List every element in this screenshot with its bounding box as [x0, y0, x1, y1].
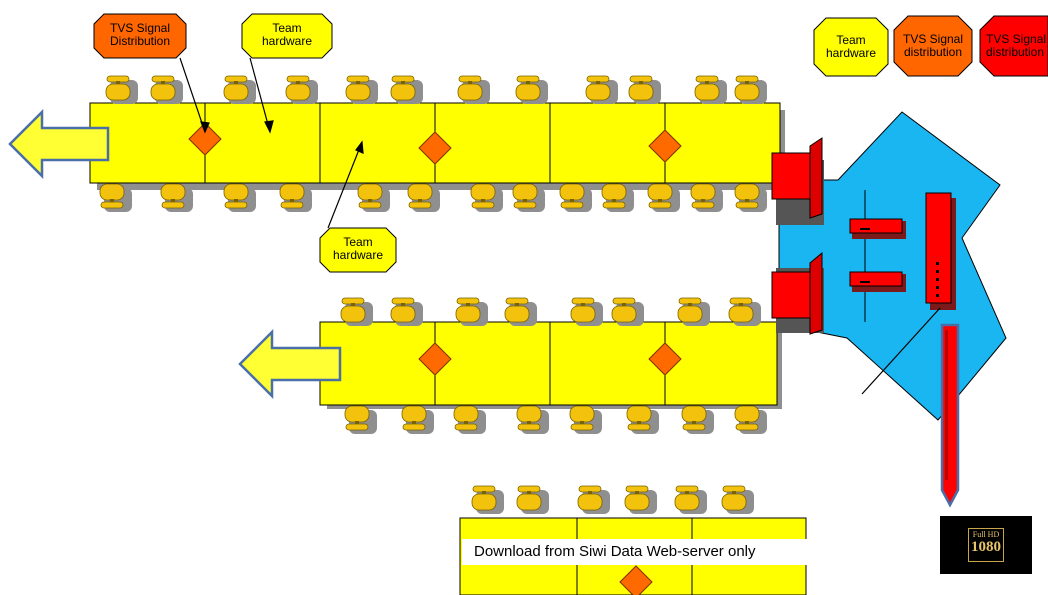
chair — [512, 183, 545, 212]
chair — [99, 183, 132, 212]
chair — [628, 75, 661, 104]
chair — [345, 75, 378, 104]
chair — [515, 75, 548, 104]
chair — [516, 405, 549, 434]
chair — [160, 183, 193, 212]
chair — [577, 485, 610, 514]
chair — [453, 405, 486, 434]
chair — [407, 183, 440, 212]
badge-number: 1080 — [971, 539, 1001, 555]
full-hd-1080-badge: Full HD 1080 — [940, 516, 1032, 574]
callout-octagon-team-top — [241, 13, 333, 59]
chair — [569, 405, 602, 434]
chair — [570, 297, 603, 326]
chair — [344, 405, 377, 434]
chair — [105, 75, 138, 104]
chair — [674, 485, 707, 514]
legend-octagon-tvs-orange — [893, 15, 973, 77]
chair — [721, 485, 754, 514]
chair — [471, 485, 504, 514]
chair — [601, 183, 634, 212]
chair — [401, 405, 434, 434]
chair — [681, 405, 714, 434]
chair — [734, 183, 767, 212]
signal-diamond — [648, 342, 682, 376]
chair — [734, 75, 767, 104]
chairs — [99, 75, 767, 514]
chair — [285, 75, 318, 104]
chair — [559, 183, 592, 212]
network-device-1 — [849, 218, 906, 239]
chair — [626, 405, 659, 434]
chair — [340, 297, 373, 326]
badge-top-text: Full HD — [972, 530, 1000, 539]
server-rack — [925, 192, 956, 310]
chair — [585, 75, 618, 104]
chair — [223, 75, 256, 104]
chair — [677, 297, 710, 326]
monitor-bottom — [771, 251, 824, 335]
chair — [516, 485, 549, 514]
chair — [694, 75, 727, 104]
legend-octagon-tvs-red — [979, 15, 1048, 77]
signal-diamond — [188, 122, 222, 156]
chair — [223, 183, 256, 212]
signal-diamond — [648, 129, 682, 163]
chair — [457, 75, 490, 104]
chair — [357, 183, 390, 212]
chair — [455, 297, 488, 326]
network-device-2 — [849, 271, 906, 292]
chair — [470, 183, 503, 212]
monitor-top — [771, 137, 824, 225]
signal-diamonds — [188, 122, 682, 595]
chair — [390, 297, 423, 326]
download-banner: Download from Siwi Data Web-server only — [462, 539, 808, 565]
desk-row-2 — [319, 321, 778, 406]
chair — [728, 297, 761, 326]
callout-pointers — [179, 57, 941, 395]
chair — [504, 297, 537, 326]
badge-frame: Full HD 1080 — [968, 528, 1004, 562]
signal-diamond — [418, 131, 452, 165]
chair — [611, 297, 644, 326]
chair — [647, 183, 680, 212]
signal-diamond — [418, 342, 452, 376]
callout-octagon-team-mid — [319, 227, 397, 273]
chair — [690, 183, 723, 212]
legend-octagon-team — [813, 17, 889, 77]
chair — [624, 485, 657, 514]
exit-arrow-bottom — [238, 328, 342, 400]
chair — [279, 183, 312, 212]
chair — [734, 405, 767, 434]
signal-diamond — [619, 565, 653, 595]
callout-octagon-tvs — [93, 13, 187, 59]
incoming-signal-arrow — [940, 323, 960, 508]
exit-arrow-top — [8, 108, 110, 180]
chair — [150, 75, 183, 104]
chair — [390, 75, 423, 104]
